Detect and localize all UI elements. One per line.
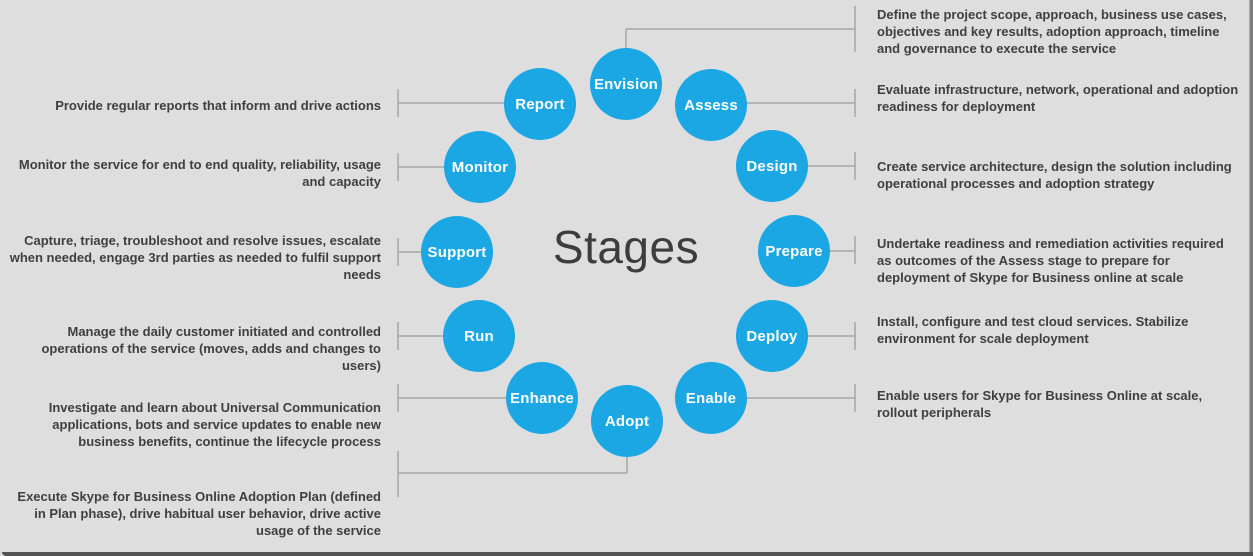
- annotation-left-adopt: Execute Skype for Business Online Adopti…: [17, 489, 381, 538]
- stage-bubble-enhance: Enhance: [506, 362, 578, 434]
- annotation-left-monitor: Monitor the service for end to end quali…: [18, 157, 381, 189]
- annotation-right-design: Create service architecture, design the …: [877, 159, 1232, 191]
- stage-bubble-enable: Enable: [675, 362, 747, 434]
- annotation-right-enable: Enable users for Skype for Business Onli…: [877, 388, 1203, 420]
- annotation-right-prepare: Undertake readiness and remediation acti…: [877, 236, 1224, 285]
- annotation-left-enhance: Investigate and learn about Universal Co…: [48, 400, 381, 449]
- annotation-right-deploy: Install, configure and test cloud servic…: [877, 314, 1189, 346]
- connector-adopt: [397, 451, 628, 497]
- annotation-left-support: Capture, triage, troubleshoot and resolv…: [9, 233, 381, 282]
- stage-bubble-design: Design: [736, 130, 808, 202]
- stage-bubble-assess: Assess: [675, 69, 747, 141]
- stage-bubble-prepare: Prepare: [758, 215, 830, 287]
- screenshot-frame-bottom-border: [2, 552, 1253, 556]
- connector-design: [808, 152, 856, 180]
- stage-bubble-run: Run: [443, 300, 515, 372]
- diagram-title: Stages: [552, 221, 700, 273]
- connector-prepare: [830, 236, 856, 264]
- connector-assess: [747, 89, 856, 117]
- connector-enhance: [397, 384, 506, 412]
- connector-run: [397, 322, 443, 350]
- stage-bubble-envision: Envision: [590, 48, 662, 120]
- connector-monitor: [397, 153, 444, 181]
- annotation-left-run: Manage the daily customer initiated and …: [41, 324, 381, 373]
- annotation-right-assess: Evaluate infrastructure, network, operat…: [877, 82, 1239, 114]
- annotation-right-envision: Define the project scope, approach, busi…: [877, 7, 1227, 56]
- stage-bubble-report: Report: [504, 68, 576, 140]
- screenshot-frame-right-border: [1249, 0, 1253, 556]
- stage-bubble-adopt: Adopt: [591, 385, 663, 457]
- annotation-left-report: Provide regular reports that inform and …: [55, 98, 381, 113]
- stage-bubble-support: Support: [421, 216, 493, 288]
- connector-deploy: [808, 322, 856, 350]
- connector-support: [397, 238, 421, 266]
- connector-envision: [625, 6, 856, 52]
- connector-report: [397, 89, 504, 117]
- stage-bubble-deploy: Deploy: [736, 300, 808, 372]
- connector-enable: [747, 384, 856, 412]
- stage-bubble-monitor: Monitor: [444, 131, 516, 203]
